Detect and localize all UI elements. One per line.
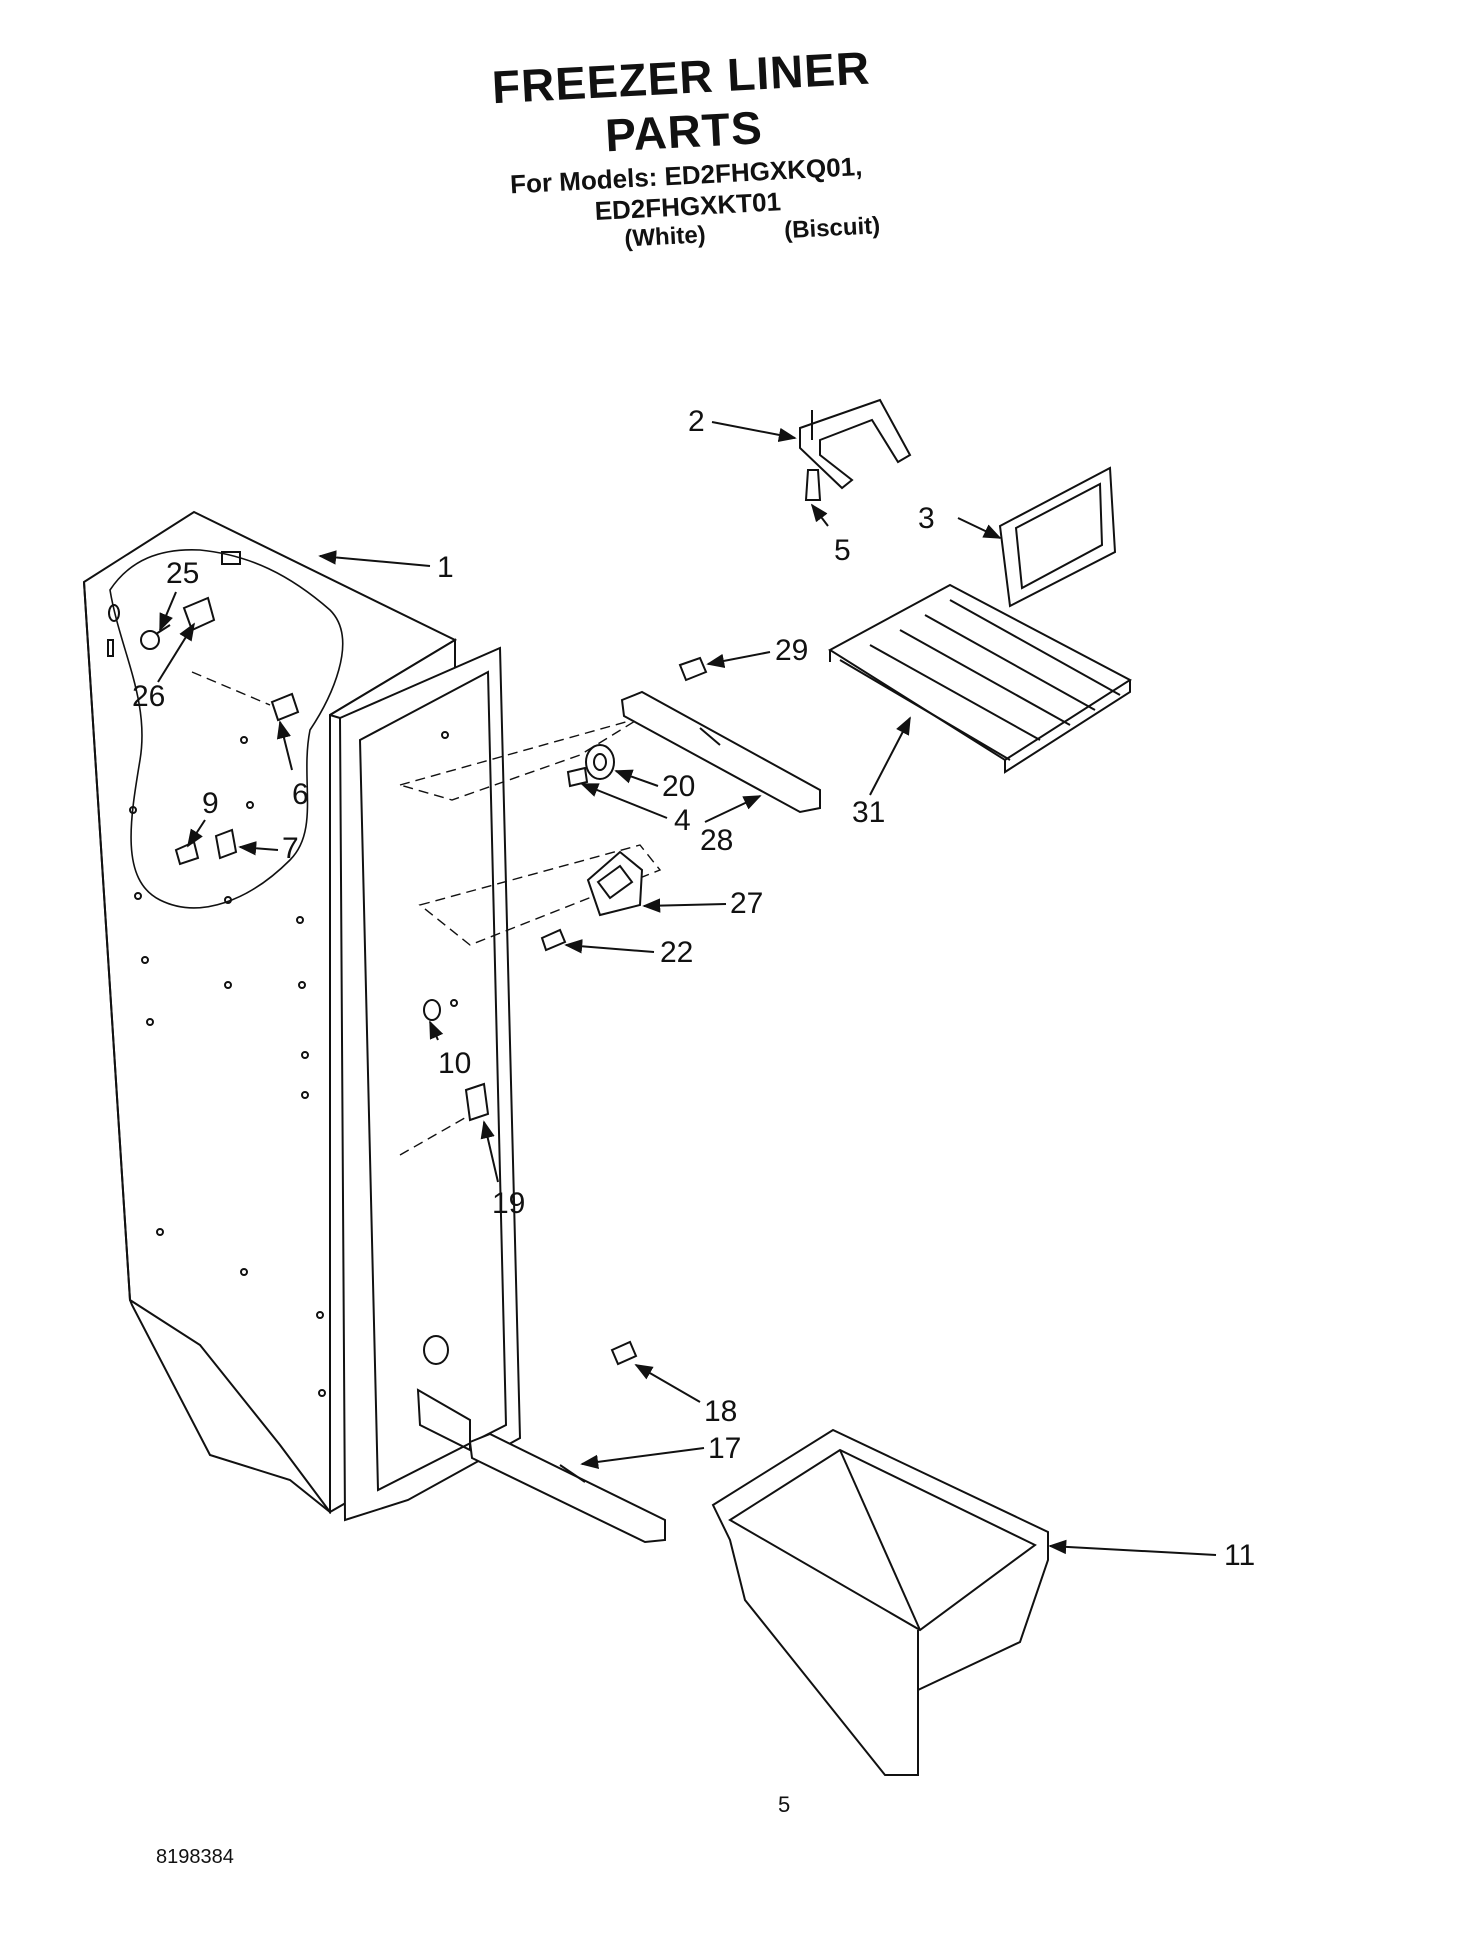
callout-18: 18 xyxy=(704,1395,737,1428)
callout-6: 6 xyxy=(292,778,309,811)
part-5-screw xyxy=(804,469,822,501)
part-3-shelf-frame xyxy=(998,466,1117,608)
callout-17: 17 xyxy=(708,1432,741,1465)
part-7-bracket xyxy=(214,828,238,860)
part-6-clip xyxy=(270,692,300,722)
part-29-screw xyxy=(678,656,708,682)
callout-29: 29 xyxy=(775,634,808,667)
part-31-wire-shelf xyxy=(828,583,1132,774)
document-number: 8198384 xyxy=(156,1846,234,1868)
part-25-bulb xyxy=(140,624,171,650)
callout-7: 7 xyxy=(282,832,299,865)
callout-10: 10 xyxy=(438,1047,471,1080)
callout-28: 28 xyxy=(700,824,733,857)
callout-4: 4 xyxy=(674,804,691,837)
part-20-bushing xyxy=(585,744,615,780)
callout-1: 1 xyxy=(437,551,454,584)
part-19-clip xyxy=(464,1082,490,1122)
callout-11: 11 xyxy=(1224,1539,1255,1572)
callout-3: 3 xyxy=(918,502,935,535)
part-17-slide-rail xyxy=(468,1432,666,1544)
leader-arrows xyxy=(157,421,1217,1556)
part-10-fastener xyxy=(423,999,441,1021)
freezer-liner-cabinet xyxy=(82,510,522,1522)
callout-5: 5 xyxy=(834,534,851,567)
part-28-slide-rail xyxy=(620,690,821,814)
assembly-guide-lines xyxy=(191,671,662,1156)
callout-19: 19 xyxy=(492,1187,525,1220)
part-2-shelf-bracket xyxy=(799,398,912,490)
part-27-support-bracket xyxy=(586,850,644,917)
callout-27: 27 xyxy=(730,887,763,920)
page-number: 5 xyxy=(778,1792,791,1817)
part-4-screw xyxy=(566,766,589,788)
callout-31: 31 xyxy=(852,796,885,829)
callout-2: 2 xyxy=(688,405,705,438)
callout-20: 20 xyxy=(662,770,695,803)
callout-25: 25 xyxy=(166,557,199,590)
callout-26: 26 xyxy=(132,680,165,713)
callout-22: 22 xyxy=(660,936,693,969)
part-11-freezer-bin xyxy=(711,1428,1049,1776)
part-18-screw xyxy=(610,1340,638,1366)
part-22-screw xyxy=(540,928,567,952)
callout-9: 9 xyxy=(202,787,219,820)
callout-labels: 1 2 3 4 5 6 7 9 10 11 17 18 19 20 22 25 … xyxy=(132,405,1255,1572)
